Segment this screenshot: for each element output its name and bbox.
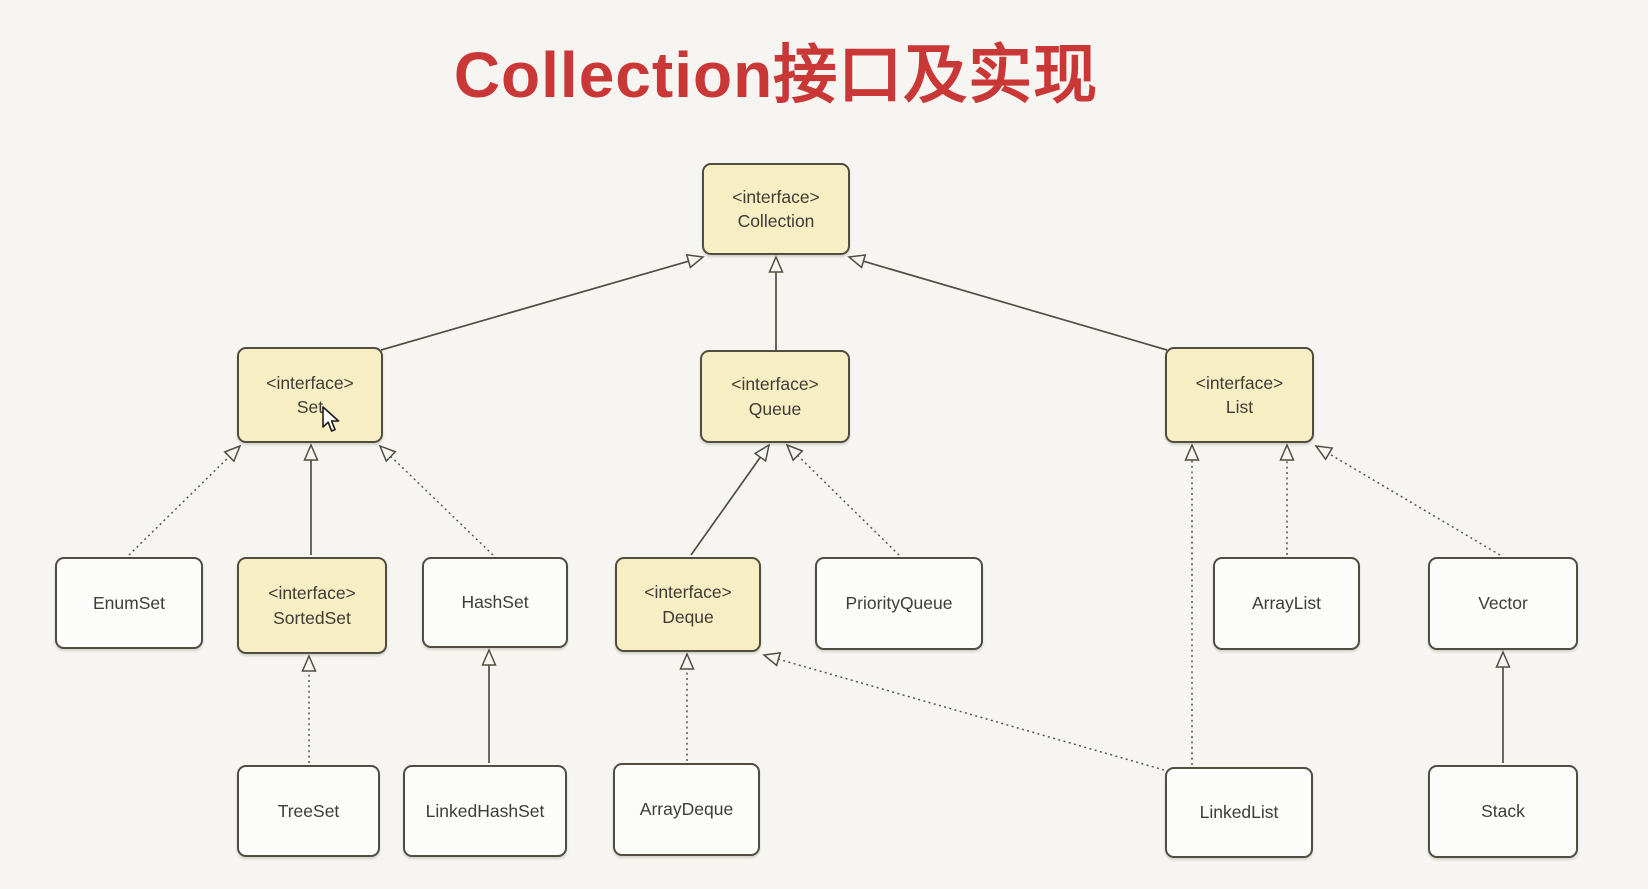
node-label: PriorityQueue — [845, 593, 953, 614]
edge-vector-list — [1314, 445, 1501, 556]
node-stereotype: <interface> — [731, 374, 819, 394]
node-sortedset: <interface> SortedSet — [237, 557, 387, 654]
node-queue: <interface> Queue — [700, 350, 850, 443]
node-deque: <interface> Deque — [615, 557, 761, 652]
edge-stack-vector — [1495, 650, 1511, 763]
edge-sortedset-set — [303, 443, 319, 555]
edge-set-collection — [380, 254, 705, 351]
node-treeset: TreeSet — [237, 765, 380, 857]
node-label: ArrayDeque — [639, 799, 734, 820]
node-list: <interface> List — [1165, 347, 1314, 443]
node-label: Deque — [662, 606, 714, 627]
node-stereotype: <interface> — [266, 372, 354, 393]
node-vector: Vector — [1428, 557, 1578, 650]
edge-linkedlist-deque — [762, 652, 1165, 771]
edge-deque-queue — [690, 443, 771, 556]
edge-enumset-set — [128, 444, 242, 556]
edge-queue-collection — [768, 255, 784, 350]
node-stereotype: <interface> — [268, 583, 356, 603]
node-collection: <interface> Collection — [702, 163, 850, 255]
node-label: HashSet — [461, 592, 529, 613]
edge-hashset-set — [378, 444, 494, 556]
node-label: Collection — [737, 211, 815, 231]
node-label: LinkedHashSet — [425, 800, 545, 821]
edge-treeset-sortedset — [301, 654, 317, 763]
node-label: Stack — [1481, 801, 1525, 822]
edge-arraylist-list — [1279, 443, 1295, 555]
mouse-cursor-icon — [322, 406, 340, 432]
page-title: Collection接口及实现 — [453, 39, 1099, 111]
node-arraylist: ArrayList — [1213, 557, 1360, 650]
node-arraydeque: ArrayDeque — [613, 763, 760, 856]
node-label: Queue — [748, 398, 802, 419]
node-label: ArrayList — [1251, 593, 1322, 614]
node-stereotype: <interface> — [644, 582, 732, 602]
node-stereotype: <interface> — [732, 186, 820, 207]
node-stack: Stack — [1428, 765, 1578, 858]
edge-arraydeque-deque — [679, 652, 695, 761]
node-linkedlist: LinkedList — [1165, 767, 1313, 858]
node-linkedhashset: LinkedHashSet — [403, 765, 567, 857]
node-set: <interface> Set — [237, 347, 383, 443]
node-stereotype: <interface> — [1195, 372, 1284, 393]
edge-linkedlist-list — [1184, 443, 1200, 765]
node-label: List — [1225, 397, 1254, 417]
node-priorityqueue: PriorityQueue — [815, 557, 983, 650]
node-label: LinkedList — [1199, 802, 1279, 823]
node-label: EnumSet — [93, 592, 165, 613]
node-label: Set — [296, 397, 324, 417]
edge-priorityqueue-queue — [785, 443, 900, 556]
node-label: TreeSet — [277, 800, 340, 821]
node-label: Vector — [1478, 593, 1528, 614]
node-hashset: HashSet — [422, 557, 568, 648]
node-enumset: EnumSet — [55, 557, 203, 649]
node-label: SortedSet — [273, 607, 351, 628]
edge-linkedhashset-hashset — [481, 648, 497, 763]
edge-list-collection — [847, 254, 1168, 351]
